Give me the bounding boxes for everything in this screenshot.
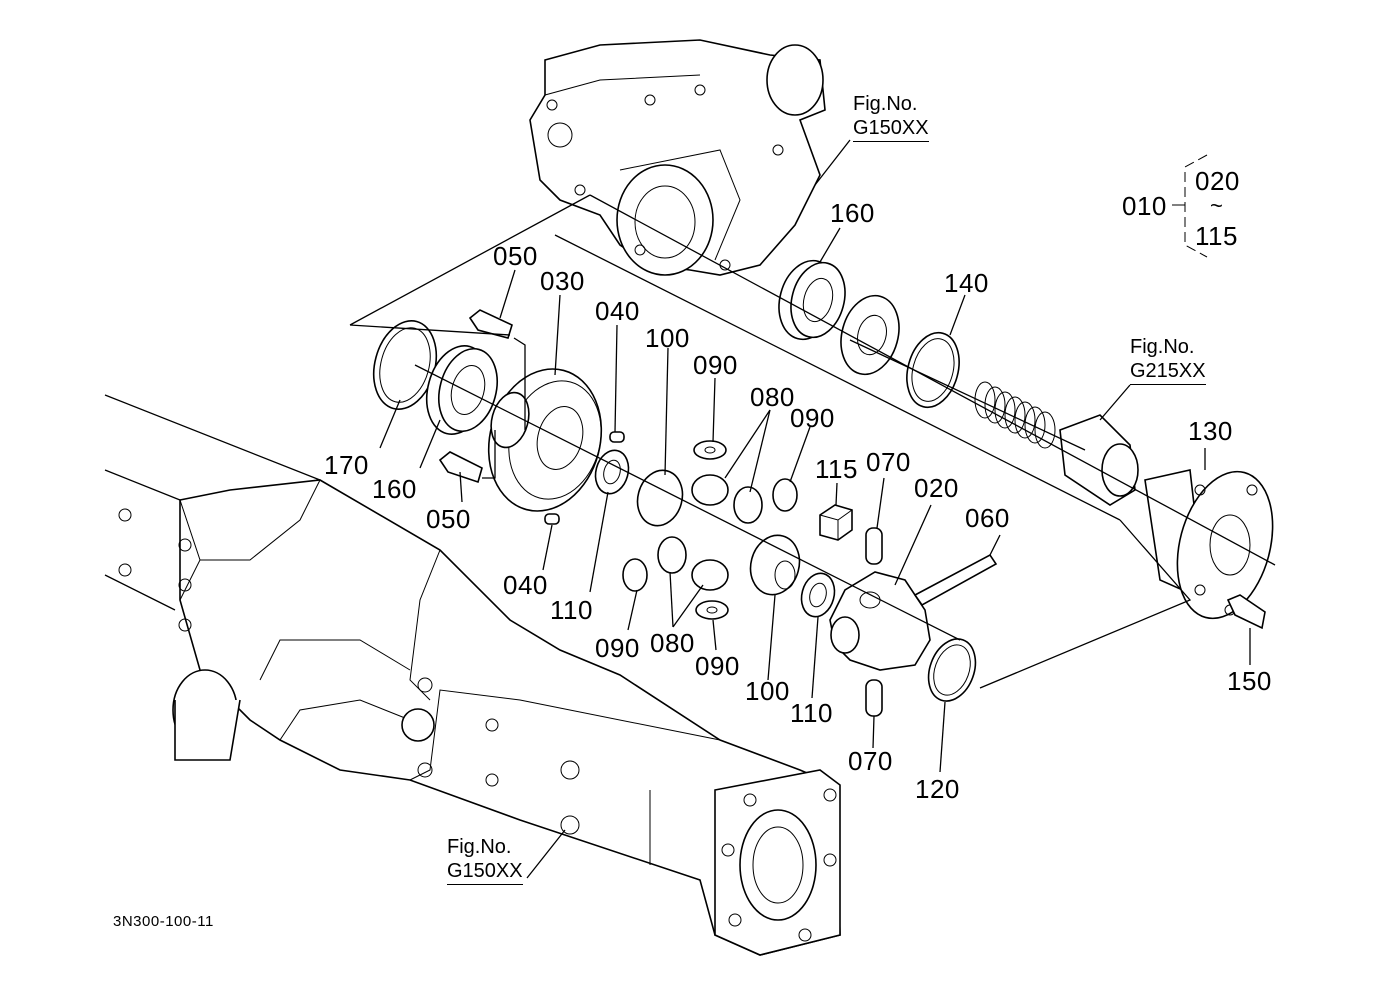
part-070-pin [866, 528, 882, 716]
callout-090[interactable]: 090 [595, 633, 640, 663]
part-160-bearing-right [771, 254, 853, 346]
callout-170[interactable]: 170 [324, 450, 369, 480]
callout-050[interactable]: 050 [426, 504, 471, 534]
callout-040[interactable]: 040 [595, 296, 640, 326]
part-160-bearing-left [417, 339, 506, 441]
callout-020[interactable]: 020 [914, 473, 959, 503]
document-id: 3N300-100-11 [113, 913, 214, 930]
callout-160[interactable]: 160 [372, 474, 417, 504]
part-060-shaft [915, 555, 996, 605]
figure-reference-top[interactable]: Fig.No. G150XX [853, 92, 929, 142]
callout-120[interactable]: 120 [915, 774, 960, 804]
part-090-thrust-washer [623, 441, 797, 619]
figure-reference-right[interactable]: Fig.No. G215XX [1130, 335, 1206, 385]
assembly-range-end[interactable]: 115 [1195, 221, 1238, 251]
upper-housing [530, 40, 825, 275]
part-030-ring-gear [473, 356, 617, 524]
callout-090[interactable]: 090 [693, 350, 738, 380]
part-g215-coupler [1060, 415, 1138, 505]
figure-reference-bottom[interactable]: Fig.No. G150XX [447, 835, 523, 885]
part-120-washer [920, 632, 983, 707]
part-130-flange [1145, 461, 1288, 629]
callout-040[interactable]: 040 [503, 570, 548, 600]
callout-110[interactable]: 110 [550, 595, 593, 625]
callout-100[interactable]: 100 [745, 676, 790, 706]
callout-160[interactable]: 160 [830, 198, 875, 228]
part-020-diff-case [830, 572, 930, 670]
spring [975, 382, 1055, 448]
callout-060[interactable]: 060 [965, 503, 1010, 533]
figure-reference-code[interactable]: G215XX [1130, 359, 1206, 385]
callout-050[interactable]: 050 [493, 241, 538, 271]
callout-080[interactable]: 080 [650, 628, 695, 658]
leader-lines [380, 140, 1250, 878]
figure-reference-code[interactable]: G150XX [853, 116, 929, 142]
callout-070[interactable]: 070 [866, 447, 911, 477]
figure-reference-label: Fig.No. [853, 93, 918, 115]
part-050-bolt-lower [440, 452, 482, 482]
axle-housing [105, 395, 840, 955]
part-040-pin [545, 432, 624, 524]
part-115-block [820, 505, 852, 540]
part-080-pinion-gear [658, 475, 762, 590]
callout-100[interactable]: 100 [645, 323, 690, 353]
group-bracket [1172, 155, 1207, 257]
callout-080[interactable]: 080 [750, 382, 795, 412]
callout-090[interactable]: 090 [695, 651, 740, 681]
callout-130[interactable]: 130 [1188, 416, 1233, 446]
callout-115[interactable]: 115 [815, 454, 858, 484]
assembly-range-start[interactable]: 020 [1195, 166, 1240, 196]
figure-reference-code[interactable]: G150XX [447, 859, 523, 885]
callout-110[interactable]: 110 [790, 698, 833, 728]
part-100-side-gear [632, 465, 806, 600]
part-110-washer [591, 447, 839, 621]
callout-070[interactable]: 070 [848, 746, 893, 776]
callout-140[interactable]: 140 [944, 268, 989, 298]
callout-090[interactable]: 090 [790, 403, 835, 433]
part-140-ring [899, 327, 967, 413]
assembly-guide-lines [350, 195, 1275, 688]
callout-150[interactable]: 150 [1227, 666, 1272, 696]
assembly-range-separator: ~ [1210, 193, 1224, 218]
figure-reference-label: Fig.No. [447, 836, 512, 858]
assembly-parent-label[interactable]: 010 [1122, 191, 1167, 221]
figure-reference-label: Fig.No. [1130, 336, 1195, 358]
callout-030[interactable]: 030 [540, 266, 585, 296]
part-050-bolt-upper [470, 310, 512, 338]
part-150-bolt [1228, 595, 1265, 628]
